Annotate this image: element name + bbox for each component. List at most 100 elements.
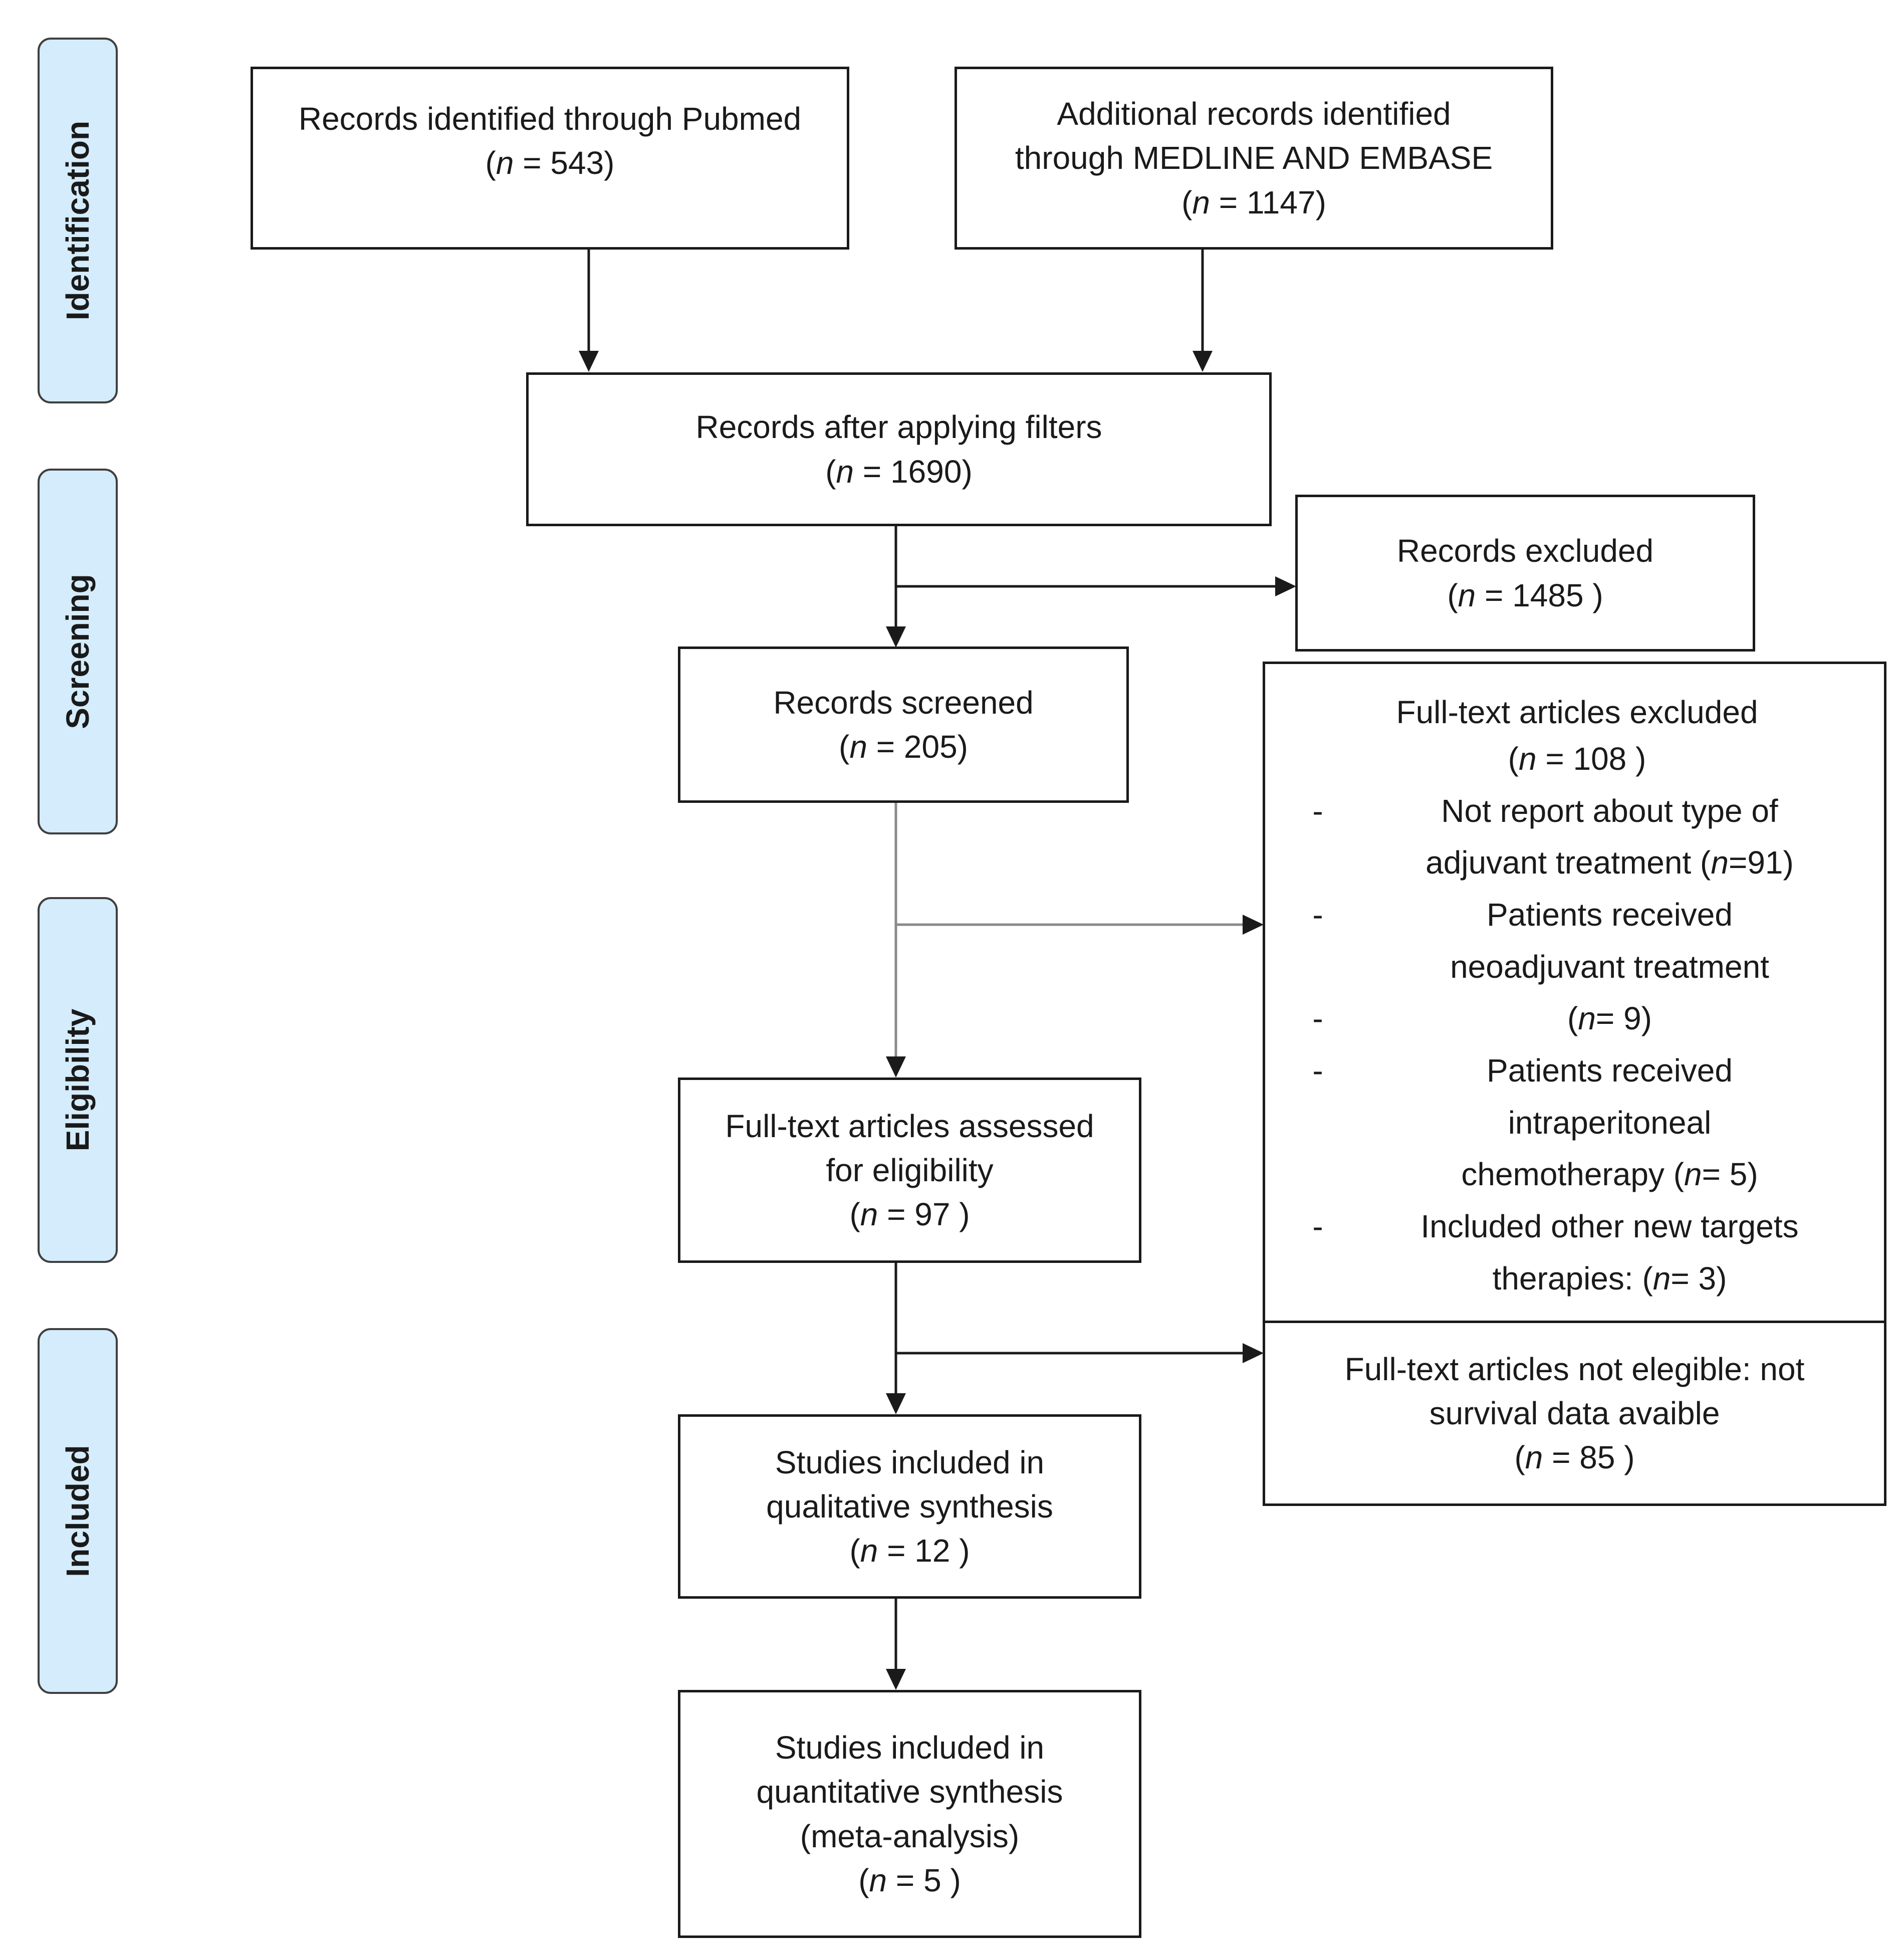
box-text-line: Records after applying filters bbox=[695, 409, 1102, 446]
box-text-line: Records screened bbox=[773, 684, 1034, 721]
exclusion-reason: - Patients received intraperitoneal chemoth… bbox=[1285, 1045, 1869, 1201]
count-line: (n = 543) bbox=[486, 141, 615, 185]
arrowhead-medline bbox=[1193, 351, 1213, 372]
phase-eligibility: Eligibility bbox=[38, 897, 118, 1263]
count-prefix: ( bbox=[485, 145, 496, 181]
count-line: (n = 5 ) bbox=[858, 1858, 961, 1902]
box-text-line: (meta-analysis) bbox=[800, 1818, 1020, 1854]
reason-count-prefix: ( bbox=[1567, 1000, 1578, 1037]
exclusion-reason-text: Patients received intraperitoneal chemothe… bbox=[1350, 1045, 1869, 1201]
bullet-dash: - bbox=[1312, 1208, 1323, 1244]
n-symbol: n bbox=[1684, 1156, 1702, 1193]
exclusion-reason-text: Included other new targets therapies: (n=… bbox=[1350, 1201, 1869, 1305]
box-text-line: Full-text articles assessed bbox=[725, 1108, 1094, 1144]
box-text-line: Studies included in bbox=[775, 1729, 1045, 1766]
reason-line: intraperitoneal bbox=[1508, 1104, 1712, 1141]
box-records-screened: Records screened (n = 205) bbox=[678, 646, 1129, 803]
exclusion-reason: - Included other new targets therapies: (n… bbox=[1285, 1201, 1869, 1305]
count-value: = 1147) bbox=[1210, 184, 1326, 221]
count-prefix: ( bbox=[839, 729, 850, 765]
count-prefix: ( bbox=[1447, 577, 1458, 613]
n-symbol: n bbox=[860, 1196, 878, 1233]
reason-count-line: (n= 9) bbox=[1350, 993, 1869, 1045]
bullet-dash: - bbox=[1312, 1052, 1323, 1089]
arrowhead-screened bbox=[886, 626, 906, 647]
arrowhead-pubmed bbox=[579, 351, 599, 372]
n-symbol: n bbox=[1525, 1439, 1543, 1476]
exclusion-reason: -(n= 9) bbox=[1285, 993, 1869, 1045]
count-value: = 543) bbox=[514, 145, 615, 181]
reason-count-value: = 9) bbox=[1595, 1000, 1652, 1037]
reason-line: Patients received bbox=[1487, 1052, 1733, 1089]
n-symbol: n bbox=[836, 453, 854, 490]
box-fulltext-excluded: Full-text articles excluded (n = 108 ) -… bbox=[1263, 662, 1886, 1323]
count-line: (n = 205) bbox=[839, 725, 968, 769]
box-text-line: Studies included in bbox=[775, 1444, 1045, 1480]
count-line: (n = 12 ) bbox=[849, 1529, 970, 1573]
box-text-line: Additional records identified bbox=[1057, 96, 1451, 132]
box-text-line: Full-text articles not elegible: not bbox=[1344, 1351, 1805, 1387]
exclusion-reason: - Patients received neoadjuvant treatment bbox=[1285, 889, 1869, 993]
reason-count-line: therapies: (n= 3) bbox=[1350, 1253, 1869, 1305]
reason-count-prefix: chemotherapy ( bbox=[1461, 1156, 1684, 1193]
count-value: = 1690) bbox=[854, 453, 973, 490]
reason-line: neoadjuvant treatment bbox=[1450, 948, 1769, 985]
count-value: = 1485 ) bbox=[1476, 577, 1603, 613]
box-text-line: qualitative synthesis bbox=[766, 1488, 1053, 1525]
count-prefix: ( bbox=[825, 453, 836, 490]
box-text-line: survival data avaible bbox=[1429, 1395, 1720, 1431]
box-qualitative-synthesis: Studies included in qualitative synthesis… bbox=[678, 1414, 1141, 1599]
box-text-line: for eligibility bbox=[826, 1152, 994, 1188]
box-fulltext-not-eligible: Full-text articles not elegible: not surv… bbox=[1263, 1321, 1886, 1506]
count-value: = 205) bbox=[867, 729, 968, 765]
reason-line: Included other new targets bbox=[1420, 1208, 1799, 1244]
reason-count-line: chemotherapy (n= 5) bbox=[1350, 1149, 1869, 1201]
arrowhead-quantitative bbox=[886, 1669, 906, 1690]
arrowhead-not-eligible bbox=[1243, 1343, 1264, 1363]
reason-count-prefix: adjuvant treatment ( bbox=[1425, 844, 1711, 881]
count-prefix: ( bbox=[849, 1533, 860, 1569]
reason-count-prefix: therapies: ( bbox=[1492, 1260, 1653, 1297]
exclusion-reason-text: (n= 9) bbox=[1350, 993, 1869, 1045]
box-text-line: Records excluded bbox=[1396, 533, 1654, 569]
n-symbol: n bbox=[1578, 1000, 1596, 1037]
reason-line: Not report about type of bbox=[1441, 792, 1778, 829]
phase-identification: Identification bbox=[38, 38, 118, 403]
exclusion-reason-text: Patients received neoadjuvant treatment bbox=[1350, 889, 1869, 993]
arrowhead-assessed bbox=[886, 1056, 906, 1077]
reason-count-value: =91) bbox=[1728, 844, 1794, 881]
box-text-line: quantitative synthesis bbox=[756, 1774, 1063, 1810]
arrowhead-records-excluded bbox=[1275, 576, 1296, 596]
exclusion-reason: - Not report about type of adjuvant treatm… bbox=[1285, 785, 1869, 889]
count-prefix: ( bbox=[1514, 1439, 1525, 1476]
n-symbol: n bbox=[860, 1533, 878, 1569]
fulltext-excluded-title: Full-text articles excluded bbox=[1396, 694, 1758, 730]
count-line: (n = 1485 ) bbox=[1447, 573, 1603, 617]
phase-screening: Screening bbox=[38, 469, 118, 834]
count-prefix: ( bbox=[1181, 184, 1193, 221]
box-records-pubmed: Records identified through Pubmed (n = 54… bbox=[251, 67, 849, 250]
count-prefix: ( bbox=[858, 1862, 869, 1898]
count-line: (n = 85 ) bbox=[1514, 1435, 1634, 1479]
exclusion-reason-text: Not report about type of adjuvant treatme… bbox=[1350, 785, 1869, 889]
box-records-after-filters: Records after applying filters (n = 1690) bbox=[526, 372, 1272, 526]
box-quantitative-synthesis: Studies included in quantitative synthesi… bbox=[678, 1690, 1141, 1938]
reason-count-line: adjuvant treatment (n=91) bbox=[1350, 837, 1869, 889]
exclusion-reasons-list: - Not report about type of adjuvant treatm… bbox=[1285, 785, 1869, 1305]
reason-count-value: = 3) bbox=[1671, 1260, 1727, 1297]
fulltext-excluded-count: (n = 108 ) bbox=[1508, 740, 1646, 777]
arrowhead-qualitative bbox=[886, 1393, 906, 1414]
arrowhead-fulltext-excluded bbox=[1243, 915, 1264, 935]
count-value: = 5 ) bbox=[887, 1862, 961, 1898]
box-fulltext-assessed: Full-text articles assessed for eligibili… bbox=[678, 1077, 1141, 1263]
bullet-dash: - bbox=[1312, 896, 1323, 933]
box-text-line: Records identified through Pubmed bbox=[298, 101, 802, 137]
reason-line: Patients received bbox=[1487, 896, 1733, 933]
bullet-dash: - bbox=[1312, 792, 1323, 829]
count-line: (n = 97 ) bbox=[849, 1192, 970, 1236]
bullet-dash: - bbox=[1312, 1000, 1323, 1037]
n-symbol: n bbox=[1192, 184, 1211, 221]
